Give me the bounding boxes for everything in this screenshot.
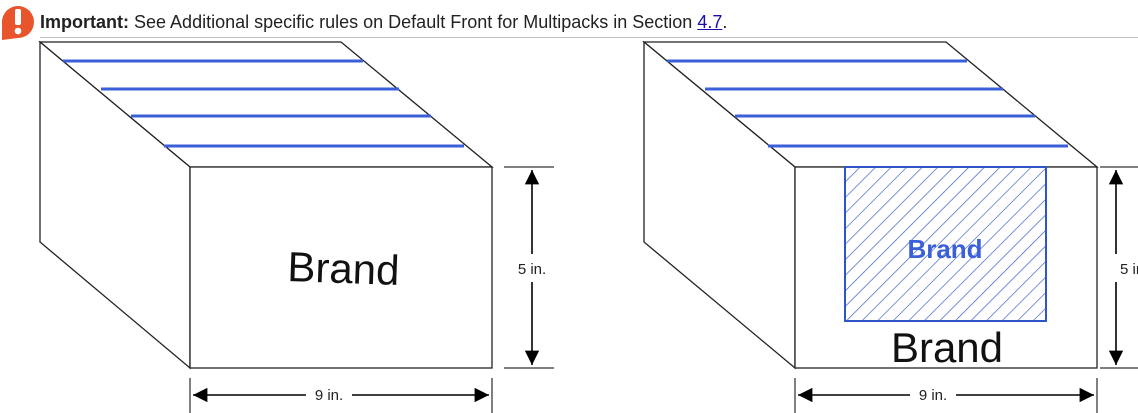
- right-width-dimension: 9 in.: [794, 378, 1098, 413]
- left-height-label: 5 in.: [518, 261, 546, 278]
- section-link[interactable]: 4.7: [697, 12, 723, 32]
- right-box: Brand Brand: [642, 40, 1099, 371]
- alert-icon: [2, 6, 34, 40]
- left-width-label: 9 in.: [315, 387, 343, 404]
- hatched-brand-area: [844, 166, 1047, 322]
- right-box-stripes: [667, 59, 1068, 148]
- right-height-dimension: 5 in.: [1100, 166, 1138, 369]
- note-end: .: [722, 12, 728, 32]
- left-height-dimension: 5 in.: [504, 166, 554, 369]
- right-width-label: 9 in.: [919, 387, 947, 404]
- left-box-front: [189, 166, 493, 369]
- right-height-label: 5 in.: [1120, 261, 1138, 278]
- header-divider: [40, 37, 1138, 38]
- right-box-brand: Brand: [891, 324, 1003, 371]
- note-text: See Additional specific rules on Default…: [134, 12, 698, 32]
- left-box-stripes: [63, 59, 464, 148]
- important-label: Important:: [40, 12, 129, 32]
- important-note: Important: See Additional specific rules…: [40, 12, 727, 33]
- left-width-dimension: 9 in.: [189, 378, 493, 413]
- right-box-hatched-brand: Brand: [907, 234, 982, 264]
- left-box-brand: Brand: [287, 243, 401, 294]
- left-box: Brand: [38, 40, 494, 370]
